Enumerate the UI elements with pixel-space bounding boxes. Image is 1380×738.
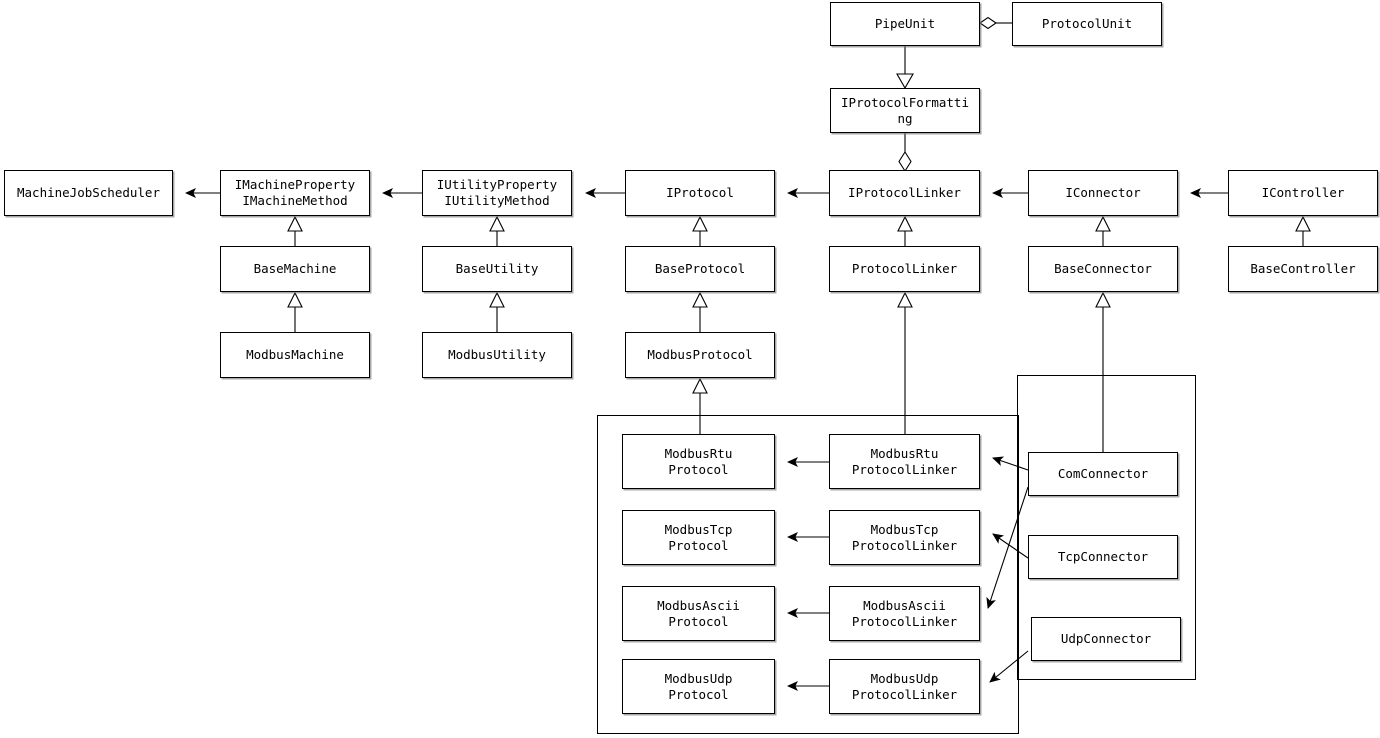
class-label-iprotocol-linker: IProtocolLinker: [848, 185, 961, 200]
class-label-modbus-protocol: ModbusProtocol: [647, 347, 753, 362]
class-box-iprotocol-formatting[interactable]: IProtocolFormatti ng: [830, 88, 980, 133]
edge-comconnector-asciilinker: [986, 486, 1029, 609]
class-box-iutility-property[interactable]: IUtilityProperty IUtilityMethod: [422, 170, 572, 216]
class-box-protocol-unit[interactable]: ProtocolUnit: [1012, 2, 1162, 46]
class-label-pipe-unit: PipeUnit: [874, 16, 936, 31]
edge-comconnector-baseconnector: [1095, 291, 1111, 452]
class-label-icontroller: IController: [1261, 185, 1345, 200]
class-box-base-utility[interactable]: BaseUtility: [422, 246, 572, 292]
edge-pipeunit-protocolunit: [979, 16, 1012, 30]
edge-modbusutility-baseutility: [489, 291, 505, 332]
edge-modbusrtuprotocol-modbusprotocol: [692, 377, 708, 434]
edge-baseconnector-iconnector: [1095, 215, 1111, 246]
edge-modbusmachine-basemachine: [287, 291, 303, 332]
class-box-tcp-connector[interactable]: TcpConnector: [1028, 535, 1178, 579]
class-box-modbus-protocol[interactable]: ModbusProtocol: [625, 332, 775, 378]
edge-modbusprotocol-baseprotocol: [692, 291, 708, 332]
edge-iprotocolformatting-iprotocollinker: [898, 133, 912, 173]
class-box-modbus-tcp-protocol[interactable]: ModbusTcp Protocol: [622, 510, 775, 565]
class-box-base-machine[interactable]: BaseMachine: [220, 246, 370, 292]
class-box-modbus-machine[interactable]: ModbusMachine: [220, 332, 370, 378]
class-box-protocol-linker[interactable]: ProtocolLinker: [829, 246, 980, 292]
class-label-modbus-tcp-protocol-linker: ModbusTcp ProtocolLinker: [851, 521, 958, 553]
class-label-modbus-utility: ModbusUtility: [448, 347, 546, 362]
class-label-iutility-property: IUtilityProperty IUtilityMethod: [436, 177, 558, 208]
class-label-iprotocol-formatting: IProtocolFormatti ng: [841, 94, 969, 126]
class-label-iconnector: IConnector: [1065, 185, 1141, 200]
edge-udpconnector-udplinker: [989, 650, 1029, 683]
class-label-udp-connector: UdpConnector: [1060, 631, 1152, 646]
edge-basemachine-imachine: [287, 215, 303, 246]
class-box-modbus-udp-protocol-linker[interactable]: ModbusUdp ProtocolLinker: [829, 659, 980, 714]
class-label-modbus-machine: ModbusMachine: [246, 347, 344, 362]
class-box-iprotocol-linker[interactable]: IProtocolLinker: [829, 170, 980, 216]
edge-baseutility-iutility: [489, 215, 505, 246]
class-box-modbus-ascii-protocol-linker[interactable]: ModbusAscii ProtocolLinker: [829, 586, 980, 641]
class-box-pipe-unit[interactable]: PipeUnit: [830, 2, 980, 46]
class-label-modbus-tcp-protocol: ModbusTcp Protocol: [664, 521, 733, 553]
class-label-base-machine: BaseMachine: [253, 261, 337, 276]
class-label-machine-job-scheduler: MachineJobScheduler: [17, 185, 160, 200]
class-box-modbus-rtu-protocol-linker[interactable]: ModbusRtu ProtocolLinker: [829, 434, 980, 489]
class-label-protocol-unit: ProtocolUnit: [1041, 16, 1133, 31]
edge-pipeunit-iprotocolformatting: [896, 46, 914, 90]
class-box-iconnector[interactable]: IConnector: [1028, 170, 1178, 216]
class-label-modbus-ascii-protocol: ModbusAscii Protocol: [657, 597, 740, 629]
class-label-imachine-property: IMachineProperty IMachineMethod: [234, 177, 356, 208]
class-box-modbus-udp-protocol[interactable]: ModbusUdp Protocol: [622, 659, 775, 714]
edge-tcpconnector-tcplinker: [992, 533, 1029, 559]
class-label-protocol-linker: ProtocolLinker: [851, 261, 958, 276]
class-label-base-connector: BaseConnector: [1054, 261, 1152, 276]
edge-modbusrtuprotocollinker-protocollinker: [897, 291, 913, 434]
class-box-icontroller[interactable]: IController: [1228, 170, 1378, 216]
edge-comconnector-rtulinker: [992, 456, 1029, 471]
class-box-modbus-ascii-protocol[interactable]: ModbusAscii Protocol: [622, 586, 775, 641]
class-label-modbus-rtu-protocol-linker: ModbusRtu ProtocolLinker: [851, 445, 958, 477]
class-label-base-controller: BaseController: [1250, 261, 1356, 276]
class-box-base-connector[interactable]: BaseConnector: [1028, 246, 1178, 292]
class-box-machine-job-scheduler[interactable]: MachineJobScheduler: [4, 170, 173, 216]
class-box-com-connector[interactable]: ComConnector: [1028, 452, 1178, 496]
class-box-iprotocol[interactable]: IProtocol: [625, 170, 775, 216]
class-label-com-connector: ComConnector: [1057, 466, 1149, 481]
class-box-modbus-utility[interactable]: ModbusUtility: [422, 332, 572, 378]
edge-protocollinker-iprotocollinker: [897, 215, 913, 246]
edge-basecontroller-icontroller: [1295, 215, 1311, 246]
class-label-tcp-connector: TcpConnector: [1057, 549, 1149, 564]
class-box-udp-connector[interactable]: UdpConnector: [1031, 617, 1181, 661]
class-box-modbus-tcp-protocol-linker[interactable]: ModbusTcp ProtocolLinker: [829, 510, 980, 565]
class-label-modbus-udp-protocol: ModbusUdp Protocol: [664, 670, 733, 702]
class-label-iprotocol: IProtocol: [666, 185, 734, 200]
class-box-base-protocol[interactable]: BaseProtocol: [625, 246, 775, 292]
class-label-modbus-ascii-protocol-linker: ModbusAscii ProtocolLinker: [851, 597, 958, 629]
class-box-imachine-property[interactable]: IMachineProperty IMachineMethod: [220, 170, 370, 216]
class-label-modbus-udp-protocol-linker: ModbusUdp ProtocolLinker: [851, 670, 958, 702]
class-label-modbus-rtu-protocol: ModbusRtu Protocol: [664, 445, 733, 477]
class-box-modbus-rtu-protocol[interactable]: ModbusRtu Protocol: [622, 434, 775, 489]
class-box-base-controller[interactable]: BaseController: [1228, 246, 1378, 292]
edge-baseprotocol-iprotocol: [692, 215, 708, 246]
class-label-base-protocol: BaseProtocol: [654, 261, 746, 276]
class-label-base-utility: BaseUtility: [455, 261, 539, 276]
